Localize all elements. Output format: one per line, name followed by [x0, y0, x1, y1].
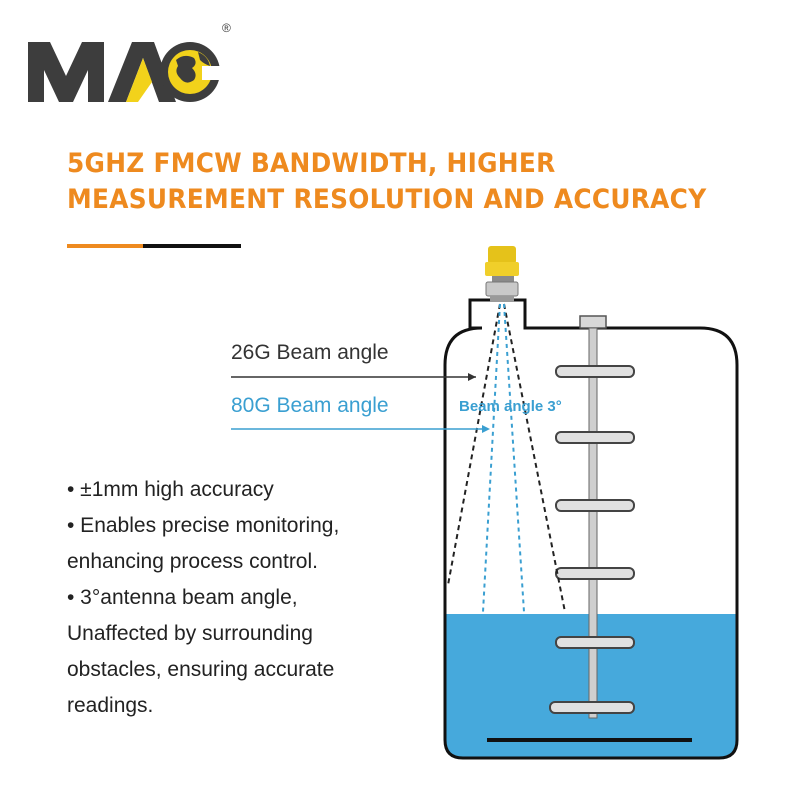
- tank-outline: [443, 298, 739, 760]
- label-beam-angle-3: Beam angle 3°: [459, 398, 562, 415]
- liquid-fill: [445, 614, 737, 758]
- brand-logo: ®: [26, 20, 236, 110]
- beam-80g-left: [482, 303, 501, 613]
- agitator: [549, 315, 635, 719]
- beam-26g-right: [503, 303, 566, 613]
- radar-sensor: [485, 246, 519, 302]
- title-underline-dark: [143, 244, 241, 248]
- page-title: 5GHZ FMCW BANDWIDTH, HIGHER MEASUREMENT …: [67, 148, 707, 215]
- beam-80g-right: [503, 303, 525, 613]
- title-underline-accent: [67, 244, 143, 248]
- label-26g-beam-angle: 26G Beam angle: [231, 341, 389, 364]
- feature-line: enhancing process control.: [67, 550, 318, 573]
- feature-line: obstacles, ensuring accurate: [67, 658, 335, 681]
- feature-line: readings.: [67, 694, 154, 717]
- feature-line: Unaffected by surrounding: [67, 622, 313, 645]
- feature-list: • ±1mm high accuracy • Enables precise m…: [67, 472, 417, 724]
- feature-line: • ±1mm high accuracy: [67, 478, 274, 501]
- registered-mark: ®: [222, 21, 231, 35]
- feature-line: • Enables precise monitoring,: [67, 514, 340, 537]
- label-80g-beam-angle: 80G Beam angle: [231, 394, 389, 417]
- mac-logo-mark: ®: [28, 21, 231, 102]
- beam-26g-left: [447, 303, 501, 586]
- feature-line: • 3°antenna beam angle,: [67, 586, 298, 609]
